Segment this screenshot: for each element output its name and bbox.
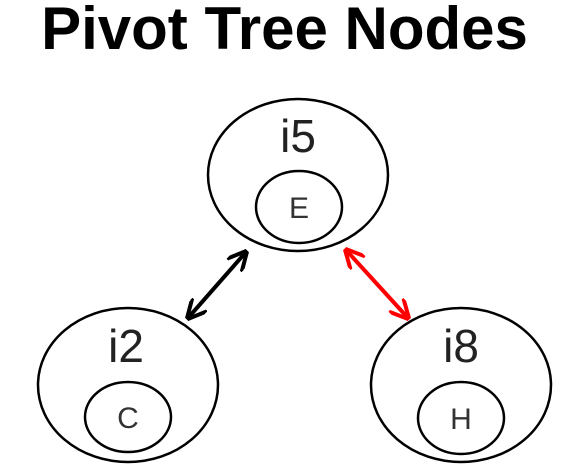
- node-i8: i8 H: [369, 306, 553, 464]
- node-i2-inner-label: C: [117, 402, 139, 435]
- node-i5-inner-ellipse: [254, 169, 344, 245]
- edge-i5-i8-arrow: [346, 250, 408, 318]
- node-i5-label: i5: [280, 110, 316, 162]
- edge-i5-i2-arrow: [188, 252, 246, 318]
- node-i8-inner-ellipse: [416, 380, 506, 456]
- node-i8-inner-label: H: [450, 403, 472, 436]
- node-i2-label: i2: [108, 320, 144, 372]
- node-i5-inner-label: E: [289, 192, 309, 225]
- node-i8-label: i8: [443, 320, 479, 372]
- node-i5: i5 E: [206, 97, 390, 253]
- node-i2: i2 C: [36, 306, 220, 464]
- diagram-title: Pivot Tree Nodes: [41, 0, 528, 62]
- node-i2-inner-ellipse: [83, 380, 173, 454]
